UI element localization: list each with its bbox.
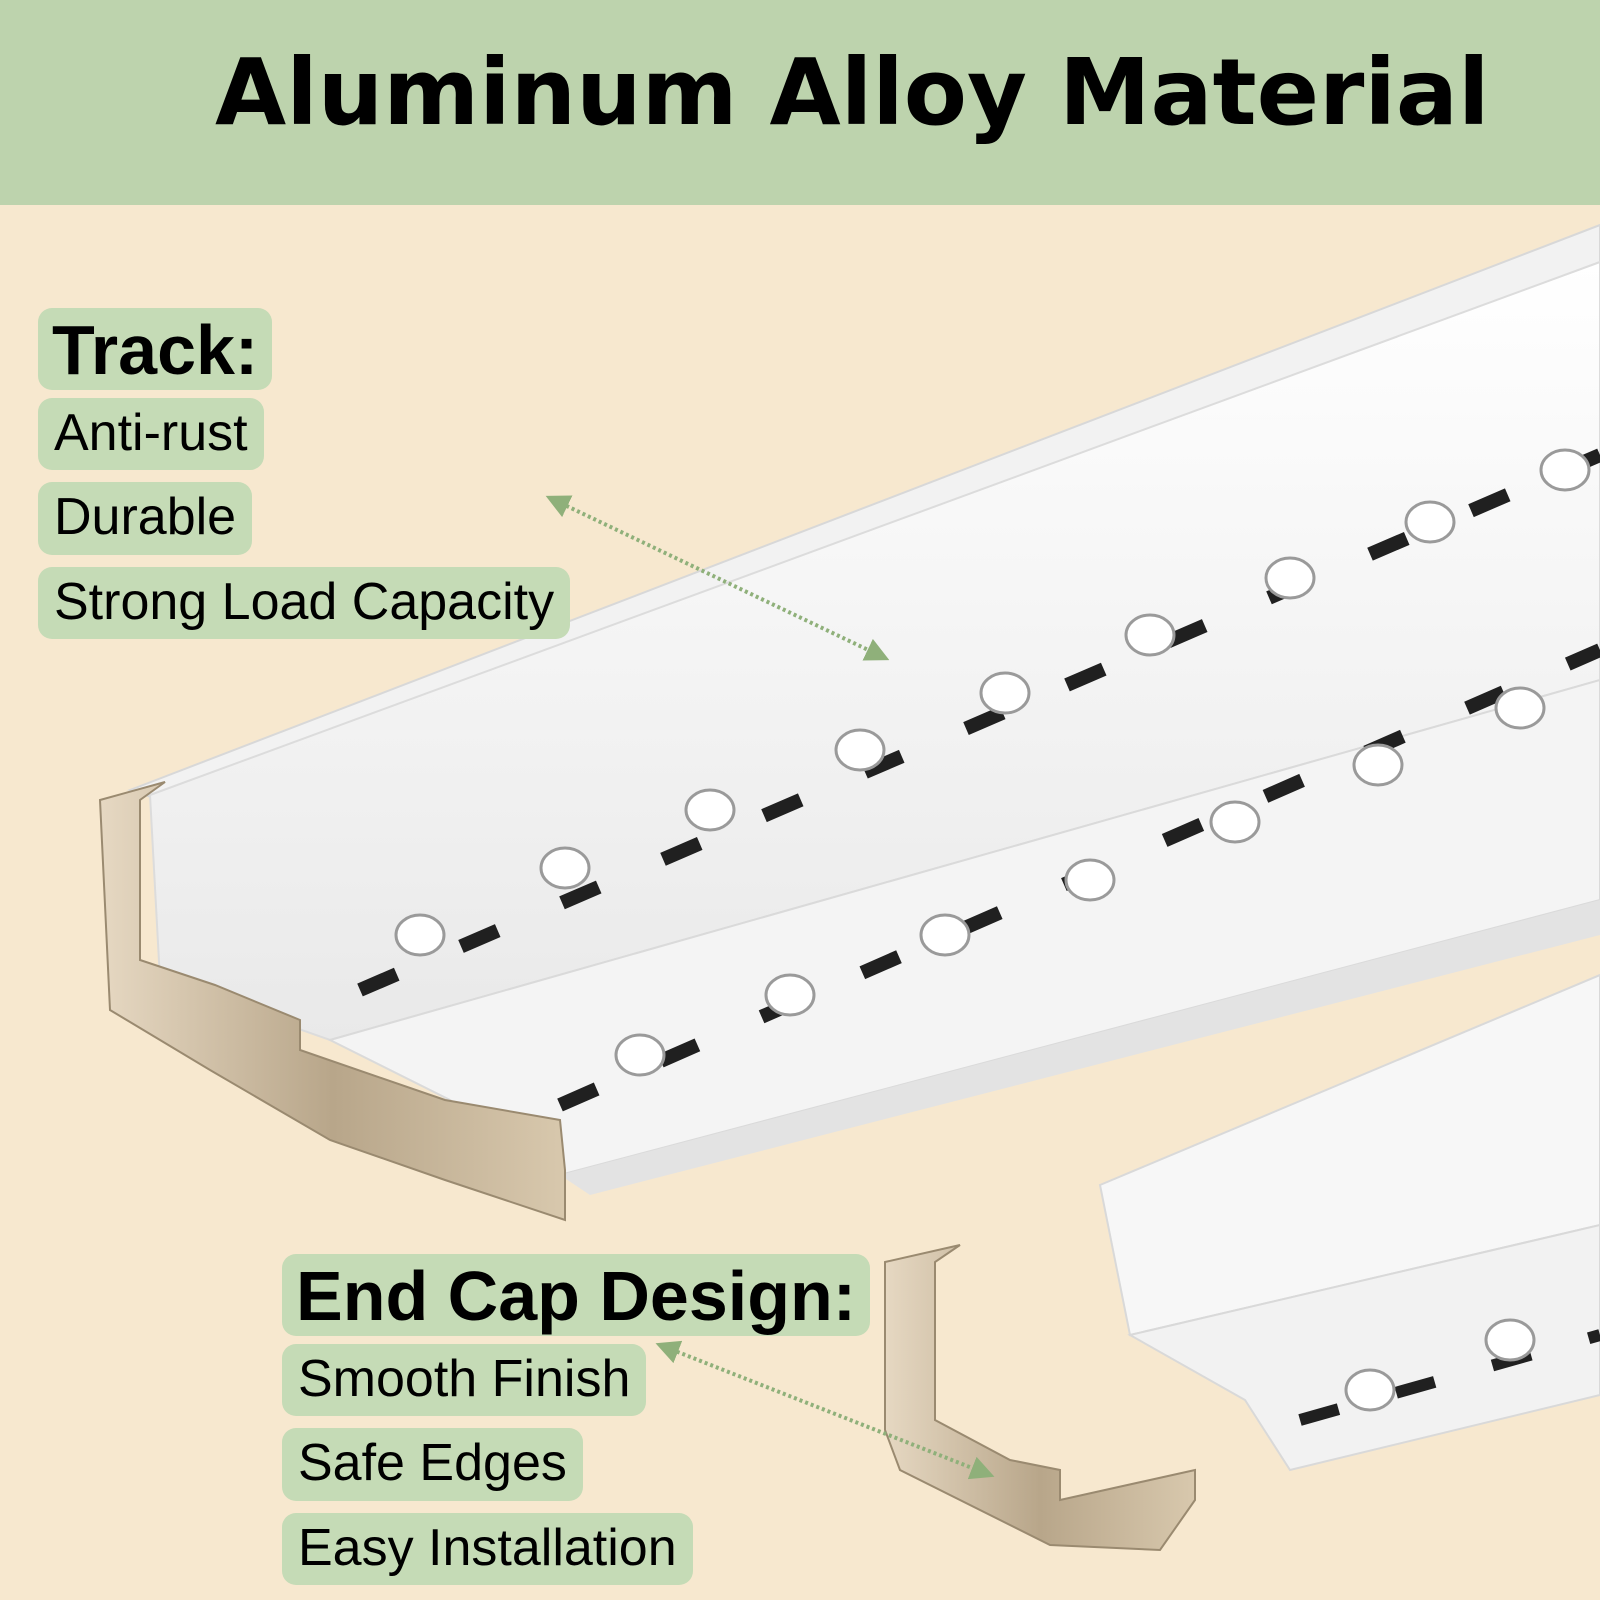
track-pointer-arrow — [545, 495, 890, 661]
feature-item: Strong Load Capacity — [38, 566, 571, 640]
track-front-edge — [560, 900, 1600, 1195]
feature-item: Durable — [38, 482, 253, 555]
track-heading: Track: — [38, 308, 273, 390]
track-feature-list: Anti-rust Durable Strong Load Capacity — [38, 397, 571, 640]
banner-title: Aluminum Alloy Material — [215, 39, 1490, 146]
end-cap-feature-list: Smooth Finish Safe Edges Easy Installati… — [282, 1343, 870, 1586]
end-cap-features: End Cap Design: Smooth Finish Safe Edges… — [282, 1254, 871, 1597]
upper-gliders — [394, 448, 1591, 957]
feature-item: Smooth Finish — [282, 1343, 647, 1417]
second-track-back — [1098, 973, 1600, 1337]
end-cap-heading: End Cap Design: — [282, 1254, 871, 1336]
second-track-base — [1127, 1223, 1600, 1472]
title-banner: Aluminum Alloy Material — [0, 0, 1600, 205]
feature-item: Easy Installation — [282, 1512, 693, 1586]
lower-gliders — [614, 686, 1546, 1077]
feature-item: Anti-rust — [38, 397, 264, 471]
left-end-cap — [98, 781, 566, 1222]
upper-rail-slot — [357, 448, 1600, 997]
track-features: Track: Anti-rust Durable Strong Load Cap… — [38, 308, 571, 651]
second-track-gliders — [1344, 1318, 1536, 1412]
endcap-pointer-arrow — [655, 1340, 995, 1480]
feature-item: Safe Edges — [282, 1428, 583, 1501]
track-illustration — [98, 223, 1600, 1552]
